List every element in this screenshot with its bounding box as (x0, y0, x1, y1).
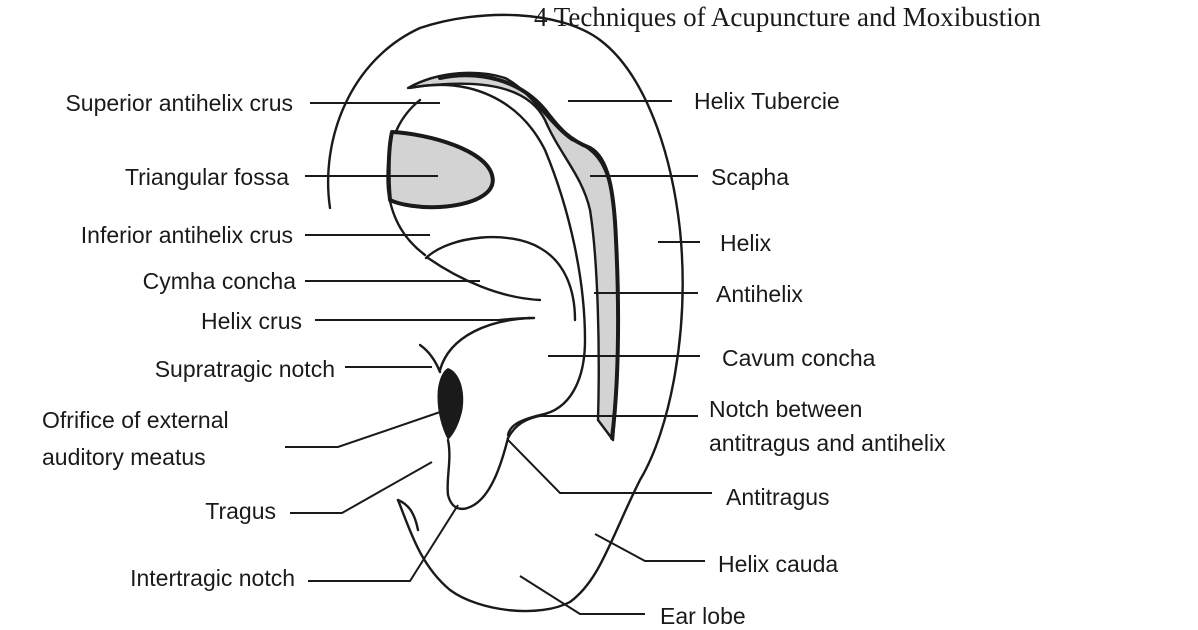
label-inferior-antihelix-crus: Inferior antihelix crus (81, 222, 293, 248)
label-supratragic-notch: Supratragic notch (155, 356, 335, 382)
left-leader-lines (285, 102, 505, 582)
label-cavum-concha: Cavum concha (722, 345, 876, 371)
label-helix-tubercie: Helix Tubercie (694, 88, 840, 114)
supratragic-notch-outline (418, 343, 442, 374)
label-orifice-line1: Ofrifice of external (42, 407, 229, 433)
label-orifice-line2: auditory meatus (42, 444, 206, 470)
label-triangular-fossa: Triangular fossa (125, 164, 289, 190)
label-helix-cauda: Helix cauda (718, 551, 838, 577)
label-helix-crus: Helix crus (201, 308, 302, 334)
leader-antitragus (507, 439, 712, 494)
label-scapha: Scapha (711, 164, 789, 190)
cavum-concha-outline (438, 316, 532, 372)
page-header-title: 4 Techniques of Acupuncture and Moxibust… (534, 2, 1041, 32)
leader-ear-lobe (519, 575, 645, 615)
triangular-fossa-region (386, 130, 495, 210)
ear-drawing (326, 13, 684, 613)
label-cymha-concha: Cymha concha (143, 268, 297, 294)
label-notch-line2: antitragus and antihelix (709, 430, 946, 456)
external-auditory-meatus (437, 368, 464, 440)
cymba-concha-lower-edge (426, 256, 542, 302)
label-notch-line1: Notch between (709, 396, 862, 422)
leader-helix-cauda (594, 533, 705, 562)
label-antihelix: Antihelix (716, 281, 803, 307)
leader-orifice (285, 409, 447, 448)
label-antitragus: Antitragus (726, 484, 830, 510)
helix-outline (326, 13, 684, 613)
leader-intertragic-notch (308, 504, 459, 582)
scapha-edge (438, 73, 621, 440)
label-superior-antihelix-crus: Superior antihelix crus (65, 90, 293, 116)
label-intertragic-notch: Intertragic notch (130, 565, 295, 591)
right-labels: Helix Tubercie Scapha Helix Antihelix Ca… (660, 88, 946, 629)
ear-lobe-inner-curve (396, 498, 420, 532)
left-labels: Superior antihelix crus Triangular fossa… (42, 90, 335, 591)
tragus-outline (446, 436, 510, 511)
label-ear-lobe: Ear lobe (660, 603, 746, 629)
leader-tragus (290, 461, 433, 514)
label-helix: Helix (720, 230, 772, 256)
inferior-crus-outline (424, 235, 577, 322)
label-tragus: Tragus (205, 498, 276, 524)
right-leader-lines (507, 100, 712, 615)
